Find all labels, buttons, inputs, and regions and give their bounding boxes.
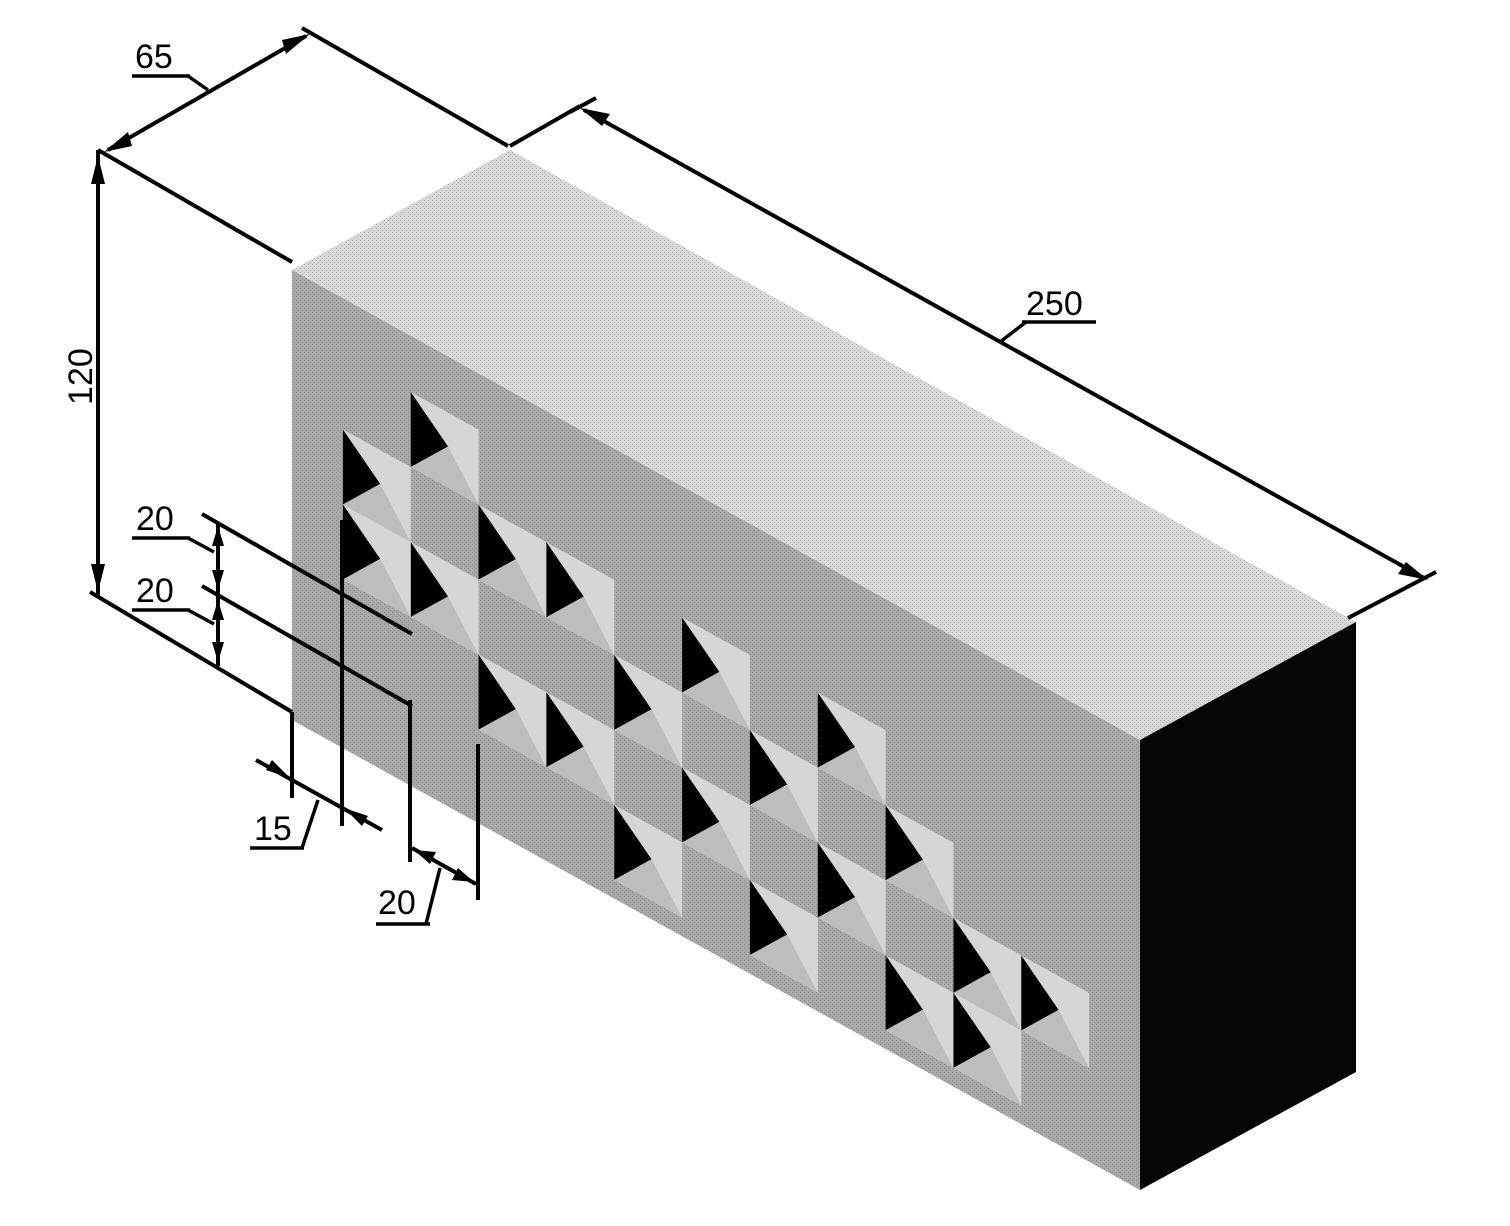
hole-bottom-wall (478, 709, 547, 768)
dimension-edge-offset-label: 15 (254, 810, 292, 848)
hole-shadow (614, 804, 652, 880)
dimension-hole-height-upper: 20 (132, 500, 413, 708)
hole-bottom-wall (885, 859, 954, 918)
dimension-height-label: 120 (62, 348, 100, 405)
hole-bottom-wall (953, 1047, 1022, 1106)
hole-bottom-wall (749, 784, 818, 843)
dimension-hole-height-lower: 20 (132, 572, 224, 666)
hole (749, 880, 818, 993)
hole-shadow (885, 805, 923, 881)
hole (885, 805, 954, 918)
hole (817, 692, 886, 806)
hole (342, 504, 411, 618)
hole (749, 730, 818, 843)
hole-shadow (682, 767, 720, 843)
hole-shadow (749, 880, 788, 956)
hole (953, 992, 1022, 1106)
dimension-depth: 65 (97, 26, 509, 264)
hole-bottom-wall (342, 558, 411, 618)
hole-bottom-wall (749, 934, 818, 993)
hole (478, 504, 547, 618)
hole-shadow (1021, 955, 1059, 1031)
dimension-hole-width: 20 (376, 700, 480, 926)
hole-shadow (478, 654, 516, 730)
hole-shadow (817, 842, 856, 918)
hole-bottom-wall (682, 821, 750, 881)
hole-shadow (478, 504, 516, 580)
hole-bottom-wall (410, 446, 479, 505)
hole-shadow (410, 392, 449, 468)
hole-bottom-wall (546, 746, 615, 805)
hole (546, 692, 615, 805)
dimension-length: 250 (509, 96, 1437, 620)
hole-shadow (410, 542, 449, 618)
hole (953, 917, 1022, 1031)
hole (546, 542, 615, 655)
dimension-height: 120 (62, 150, 294, 714)
hole-shadow (953, 992, 991, 1068)
hole-shadow (953, 917, 991, 993)
brick-body (292, 150, 1356, 1190)
brick-side-face (1140, 622, 1356, 1190)
hole-bottom-wall (478, 559, 547, 618)
hole-bottom-wall (953, 972, 1022, 1031)
hole-bottom-wall (817, 897, 886, 956)
hole (682, 767, 750, 881)
hole-bottom-wall (342, 483, 411, 543)
hole-shadow (817, 692, 856, 768)
hole (342, 429, 411, 543)
hole (478, 654, 547, 768)
hole-shadow (749, 730, 788, 806)
hole-bottom-wall (682, 671, 750, 731)
dimension-hole-width-label: 20 (378, 884, 416, 922)
brick-holes (342, 392, 1090, 1106)
dimension-hole-height-upper-label: 20 (136, 500, 174, 538)
hole-shadow (682, 617, 720, 693)
hole-bottom-wall (817, 747, 886, 806)
hole-bottom-wall (885, 1009, 954, 1068)
brick-front-face-texture (292, 270, 1140, 1190)
hole-bottom-wall (614, 859, 683, 918)
hole (410, 542, 479, 655)
hole-bottom-wall (1021, 1009, 1090, 1069)
hole-shadow (546, 542, 584, 618)
hole-bottom-wall (614, 709, 683, 768)
hole (1021, 955, 1090, 1069)
hole-shadow (614, 654, 652, 730)
dimension-edge-offset: 15 (250, 520, 383, 850)
dimension-hole-height-lower-label: 20 (136, 572, 174, 610)
hole (410, 392, 479, 505)
brick-top-face-texture (292, 150, 1356, 740)
hole-shadow (885, 955, 923, 1031)
hole (682, 617, 750, 731)
dimension-depth-label: 65 (135, 38, 173, 76)
hole (614, 654, 683, 768)
hole (885, 955, 954, 1068)
hole-shadow (342, 504, 381, 580)
hole-shadow (546, 692, 584, 768)
dimension-length-label: 250 (1026, 285, 1083, 323)
hole (614, 804, 683, 918)
hole-shadow (342, 429, 381, 505)
hole-bottom-wall (546, 596, 615, 655)
hole (817, 842, 886, 956)
hole-bottom-wall (410, 596, 479, 655)
